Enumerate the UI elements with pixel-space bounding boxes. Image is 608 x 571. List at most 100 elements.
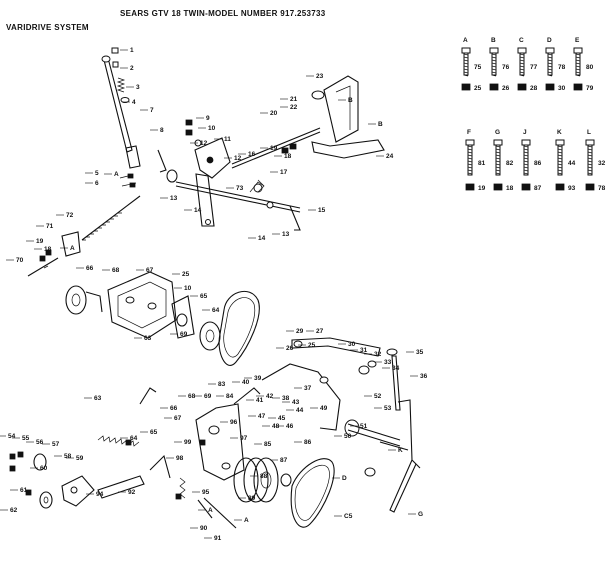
clutch-linkage [261,337,381,437]
callout-upper-26: 71 [46,223,54,230]
legend-nut-number: 19 [478,185,486,192]
thread-mark [557,157,563,160]
callout-upper-8: 9 [206,115,210,122]
legend-letter-J: J [523,129,527,136]
section-title: VARIDRIVE SYSTEM [6,23,89,32]
thread-mark [557,160,563,163]
thread-mark [557,172,563,175]
callout-upper-6: 7 [150,107,154,114]
callout-middle-14: 31 [360,347,368,354]
callout-middle-23: 40 [242,379,250,386]
callout-middle-11: 26 [286,345,294,352]
callout-middle-15: 32 [374,351,382,358]
thread-mark [575,62,581,65]
bolt-icon [461,47,471,54]
thread-mark [575,74,581,77]
thread-mark [463,68,469,71]
thread-mark [523,154,529,157]
callout-middle-1: 68 [112,267,120,274]
callout-middle-35: 52 [374,393,382,400]
callout-middle-19: 36 [420,373,428,380]
nut-icon [585,183,595,191]
callout-upper-11: 12 [234,155,242,162]
thread-mark [547,65,553,68]
thread-mark [587,157,593,160]
thread-mark [467,166,473,169]
legend-bolt-number: 76 [502,64,510,71]
thread-mark [463,74,469,77]
thread-mark [463,71,469,74]
bolt-icon [585,139,595,146]
callout-lower-19: 86 [304,439,312,446]
idler-arm [195,387,261,481]
thread-mark [575,71,581,74]
thread-mark [587,166,593,169]
thread-mark [557,169,563,172]
lower-hardware [9,439,213,519]
callout-upper-14: 15 [318,207,326,214]
thread-mark [523,169,529,172]
callout-middle-4: 10 [184,285,192,292]
v-belt-lower [290,458,335,528]
legend-nut-number: 93 [568,185,576,192]
thread-mark [495,166,501,169]
thread-mark [519,56,525,59]
thread-mark [495,160,501,163]
thread-mark [463,65,469,68]
nut-icon [555,183,565,191]
callout-middle-3: 25 [182,271,190,278]
callout-lower-30: 98 [176,455,184,462]
thread-mark [557,154,563,157]
thread-mark [467,169,473,172]
callout-lower-8: 62 [10,507,18,514]
connecting-rod [231,127,321,193]
thread-mark [467,148,473,151]
adjuster-bracket [39,231,81,262]
thread-mark [557,166,563,169]
callout-middle-29: 46 [286,423,294,430]
legend-bolt-number: 81 [478,160,486,167]
diagram-title: SEARS GTV 18 TWIN-MODEL NUMBER 917.25373… [120,9,326,18]
callout-upper-28: 19 [36,238,44,245]
legend-letter-E: E [575,37,580,44]
thread-mark [523,166,529,169]
legend-bolt-number: 75 [474,64,482,71]
callout-upper-5: 6 [95,180,99,187]
thread-mark [547,53,553,56]
thread-mark [463,59,469,62]
callout-middle-6: 64 [212,307,220,314]
thread-mark [467,151,473,154]
callout-lower-28: 96 [230,419,238,426]
thread-mark [587,151,593,154]
thread-mark [557,151,563,154]
callout-middle-26: 43 [292,399,300,406]
callout-upper-29: 18 [44,246,52,253]
legend-nut-number: 79 [586,85,594,92]
thread-mark [587,169,593,172]
thread-mark [519,68,525,71]
legend-letter-G: G [495,129,500,136]
callout-upper-33: A [70,245,75,252]
callout-lower-3: 57 [52,441,60,448]
callout-lower-34: G [418,511,423,518]
callout-lower-10: 64 [130,435,138,442]
callout-middle-8: 69 [180,331,188,338]
callout-upper-16: 17 [280,169,288,176]
callout-lower-2: 56 [36,439,44,446]
callout-middle-13: 30 [348,341,356,348]
shift-lever [101,55,141,169]
thread-mark [495,148,501,151]
callout-upper-7: 8 [160,127,164,134]
bolt-icon [521,139,531,146]
idler-bracket [107,271,195,339]
thread-mark [523,172,529,175]
callout-middle-25: 42 [266,393,274,400]
shift-arm-right [364,348,421,513]
v-belt-upper [218,290,260,366]
thread-mark [491,56,497,59]
tension-spring [97,387,157,447]
callout-middle-20: 37 [304,385,312,392]
hardware-legend: A7525B7626C7728D7830E8079F8119G8218J8687… [461,37,606,192]
